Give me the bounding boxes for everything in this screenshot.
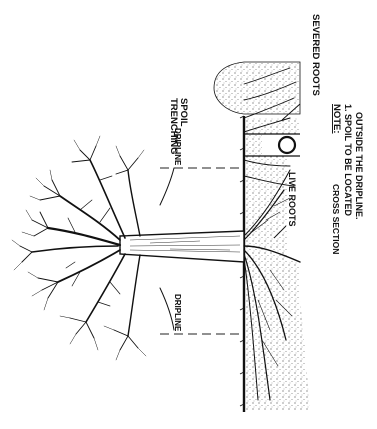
dripline-bottom-label: DRIPLINE [173,294,182,332]
trenching-spoil-label-line2: SPOIL [178,98,189,127]
tree-trunk [120,231,244,262]
soil-body [244,118,310,410]
severed-roots-label: SEVERED ROOTS [310,14,321,96]
cross-section-label: CROSS SECTION [331,184,341,254]
utility-pipe [279,137,295,153]
note-line2: OUTSIDE THE DRIPLINE. [354,112,364,220]
live-roots-label: LIVE ROOTS [287,172,297,227]
trenching-spoil-mound [214,62,300,114]
note-heading: NOTE: [331,104,342,134]
note-line1: 1. SPOIL TO BE LOCATED [343,104,353,217]
dripline-top-label: DRIPLINE [173,128,182,166]
